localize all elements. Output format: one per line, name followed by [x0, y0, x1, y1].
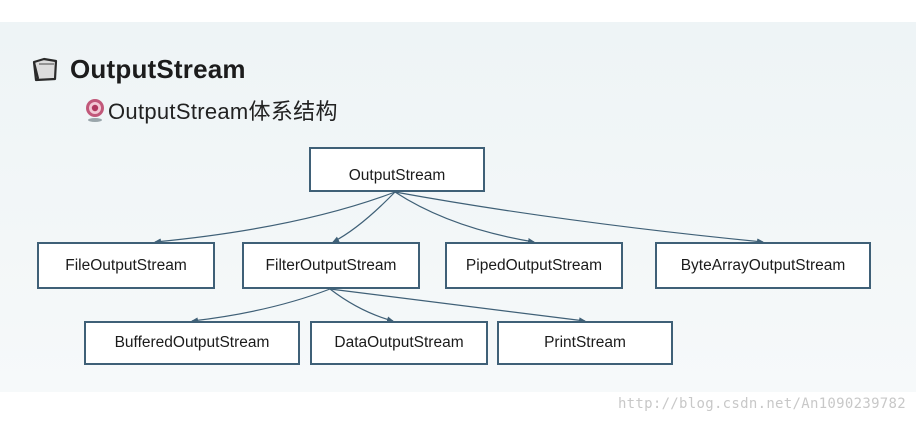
node-label: DataOutputStream — [334, 334, 464, 351]
heading-text: OutputStream — [70, 53, 246, 84]
node-label: ByteArrayOutputStream — [680, 256, 846, 274]
node-outputstream: OutputStream — [309, 147, 485, 192]
node-label: OutputStream — [348, 166, 446, 184]
node-pipedoutputstream: PipedOutputStream — [445, 242, 623, 289]
edge-filter-buffered — [191, 288, 331, 324]
subheading-text: OutputStream体系结构 — [108, 99, 338, 124]
watermark: http://blog.csdn.net/An1090239782 — [617, 396, 906, 412]
node-bufferedoutputstream: BufferedOutputStream — [84, 321, 300, 365]
edge-filter-print — [329, 288, 586, 324]
node-label: PrintStream — [544, 334, 626, 351]
node-label: FileOutputStream — [65, 256, 187, 274]
edge-root-filter — [332, 191, 396, 243]
node-fileoutputstream: FileOutputStream — [37, 242, 215, 289]
edge-root-bytearray — [394, 191, 764, 245]
slide-subheading: OutputStream体系结构 — [84, 94, 338, 126]
node-dataoutputstream: DataOutputStream — [310, 321, 488, 365]
slide-heading: OutputStream — [30, 52, 246, 86]
node-label: PipedOutputStream — [465, 256, 603, 274]
edge-root-piped — [394, 191, 535, 244]
edge-filter-data — [329, 288, 394, 323]
node-bytearrayoutputstream: ByteArrayOutputStream — [655, 242, 871, 289]
folder-icon — [32, 57, 58, 82]
target-bullet-icon — [86, 99, 104, 122]
edge-root-file — [154, 191, 396, 245]
node-printstream: PrintStream — [497, 321, 673, 365]
node-filteroutputstream: FilterOutputStream — [242, 242, 420, 289]
node-label: FilterOutputStream — [265, 256, 397, 274]
node-label: BufferedOutputStream — [114, 334, 270, 351]
